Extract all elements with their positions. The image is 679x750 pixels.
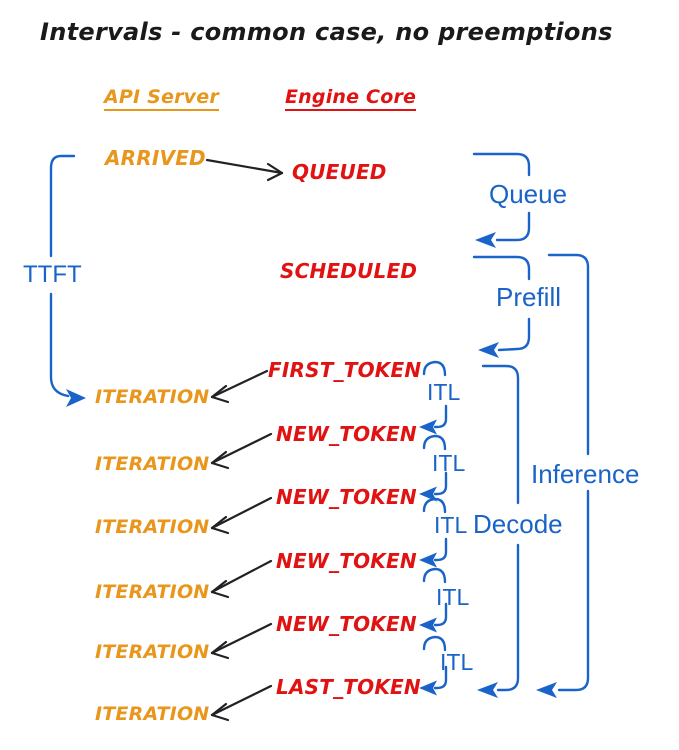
event-last-token: LAST_TOKEN [276, 675, 421, 699]
interval-label-decode: Decode [473, 509, 563, 539]
arrow-new-token-3-to-iteration [210, 559, 273, 599]
event-iteration-4: ITERATION [95, 581, 210, 603]
event-iteration-2: ITERATION [95, 453, 210, 475]
inference-bracket [536, 253, 590, 698]
event-new-token-3: NEW_TOKEN [276, 549, 417, 573]
event-iteration-1: ITERATION [95, 386, 210, 408]
event-iteration-5: ITERATION [95, 641, 210, 663]
column-header-engine-core: Engine Core [285, 88, 417, 111]
arrow-arrived-to-queued [205, 158, 284, 182]
event-new-token-1: NEW_TOKEN [276, 422, 417, 446]
interval-label-itl-5: ITL [440, 649, 474, 675]
event-new-token-4: NEW_TOKEN [276, 612, 417, 636]
event-first-token: FIRST_TOKEN [268, 358, 422, 382]
event-scheduled: SCHEDULED [280, 259, 418, 283]
interval-label-prefill: Prefill [496, 282, 562, 312]
column-header-api-server: API Server [104, 88, 219, 111]
interval-label-itl-4: ITL [436, 584, 470, 610]
queue-bracket [472, 152, 531, 248]
event-queued: QUEUED [292, 160, 387, 184]
interval-label-itl-2: ITL [432, 450, 466, 476]
itl-bracket-4 [419, 567, 448, 633]
interval-label-queue: Queue [489, 179, 568, 209]
interval-label-inference: Inference [531, 459, 640, 489]
event-arrived: ARRIVED [105, 146, 206, 170]
interval-label-ttft: TTFT [23, 261, 82, 288]
diagram-title: Intervals - common case, no preemptions [40, 18, 613, 46]
arrow-first-token-to-iteration [210, 369, 269, 404]
itl-bracket-5 [419, 635, 448, 696]
interval-label-itl-3: ITL [434, 512, 468, 538]
event-iteration-6: ITERATION [95, 703, 210, 725]
event-new-token-2: NEW_TOKEN [276, 485, 417, 509]
interval-label-itl-1: ITL [427, 379, 461, 405]
decode-bracket [477, 364, 520, 698]
arrow-last-token-to-iteration [210, 684, 273, 722]
itl-bracket-1 [419, 360, 448, 435]
itl-bracket-3 [419, 497, 448, 568]
event-iteration-3: ITERATION [95, 516, 210, 538]
arrow-new-token-1-to-iteration [210, 432, 273, 470]
arrow-new-token-4-to-iteration [210, 622, 273, 660]
itl-bracket-2 [419, 434, 448, 502]
ttft-bracket [49, 154, 86, 407]
prefill-bracket [472, 255, 531, 358]
arrow-new-token-2-to-iteration [210, 496, 273, 535]
